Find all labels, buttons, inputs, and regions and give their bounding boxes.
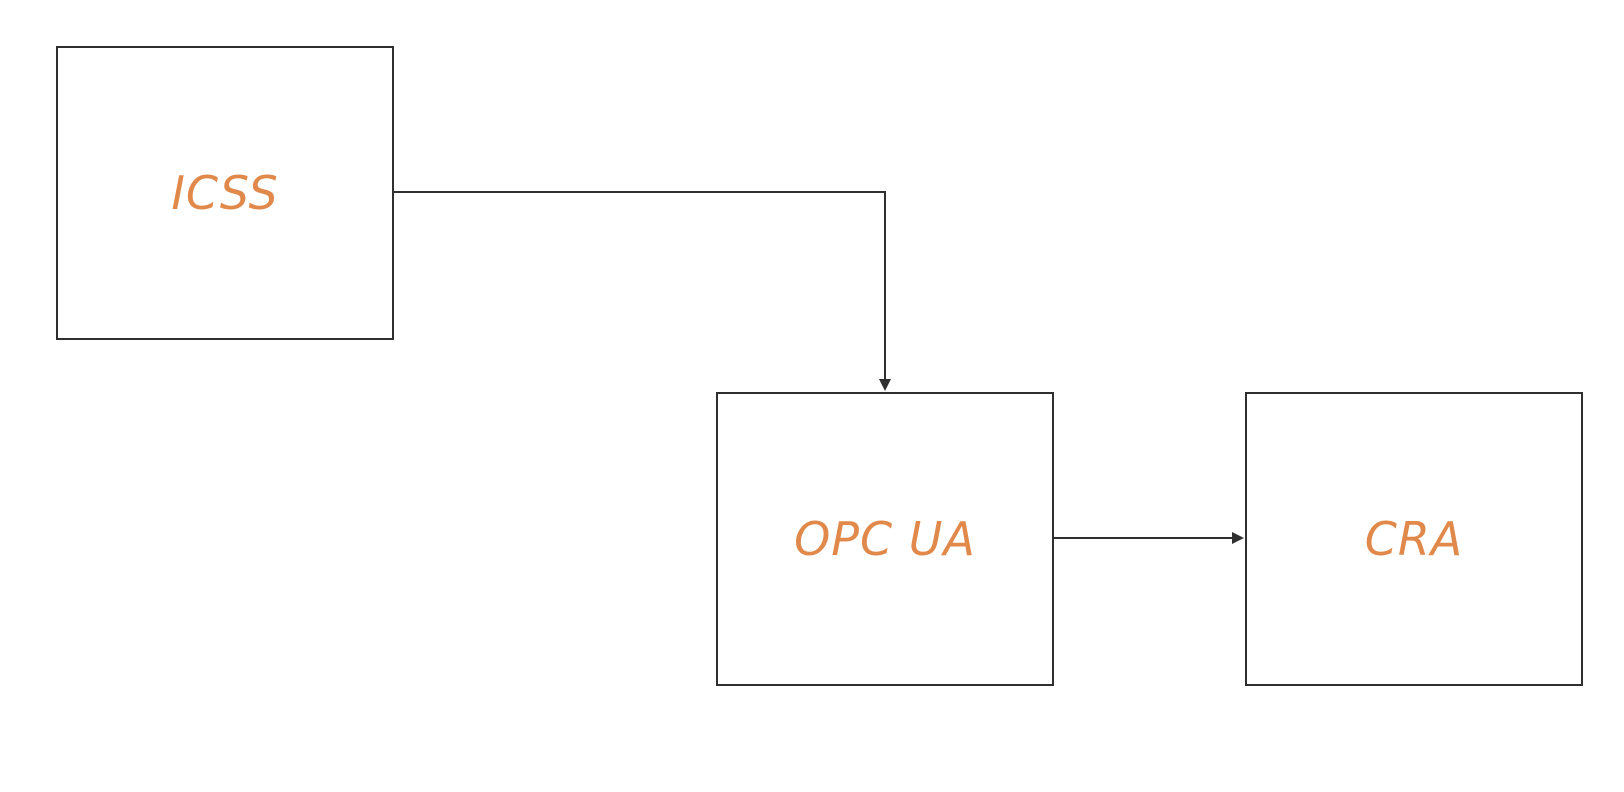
node-icss-label: ICSS	[171, 166, 279, 220]
node-cra-label: CRA	[1364, 512, 1464, 566]
node-icss[interactable]: ICSS	[56, 46, 394, 340]
node-opcua[interactable]: OPC UA	[716, 392, 1054, 686]
edge-icss-to-opcua	[394, 191, 891, 391]
node-cra[interactable]: CRA	[1245, 392, 1583, 686]
node-opcua-label: OPC UA	[794, 512, 976, 566]
